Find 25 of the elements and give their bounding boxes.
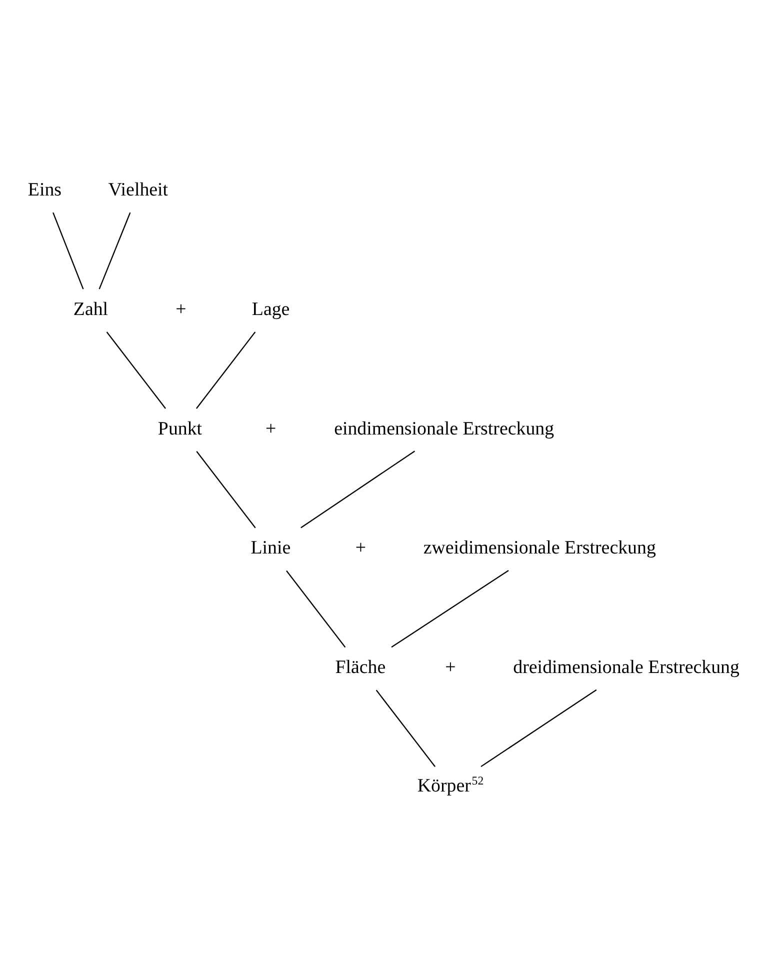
node-text: Zahl — [73, 298, 108, 320]
node-text: dreidimensionale Erstreckung — [513, 656, 740, 678]
connector — [98, 212, 131, 289]
connector — [376, 689, 436, 767]
node-text: Vielheit — [108, 179, 168, 200]
label: + — [265, 418, 276, 439]
node-text: eindimensionale Erstreckung — [334, 418, 554, 439]
label: + — [445, 656, 456, 678]
node-text: Punkt — [158, 418, 202, 439]
label: + — [176, 298, 186, 320]
connector — [300, 450, 416, 528]
node-text: Linie — [250, 537, 291, 558]
connector — [286, 570, 346, 648]
connector — [52, 212, 84, 289]
label: + — [355, 537, 366, 558]
connector — [196, 450, 256, 528]
node-text: Lage — [252, 298, 290, 320]
node-text: Eins — [28, 179, 62, 200]
connector — [391, 570, 509, 648]
connector — [480, 688, 597, 767]
connector — [106, 331, 166, 408]
node-text: zweidimensionale Erstreckung — [423, 537, 656, 558]
node-text: Körper$^{52}$ — [417, 772, 484, 796]
connector — [196, 331, 256, 408]
node-text: Fläche — [335, 656, 386, 678]
